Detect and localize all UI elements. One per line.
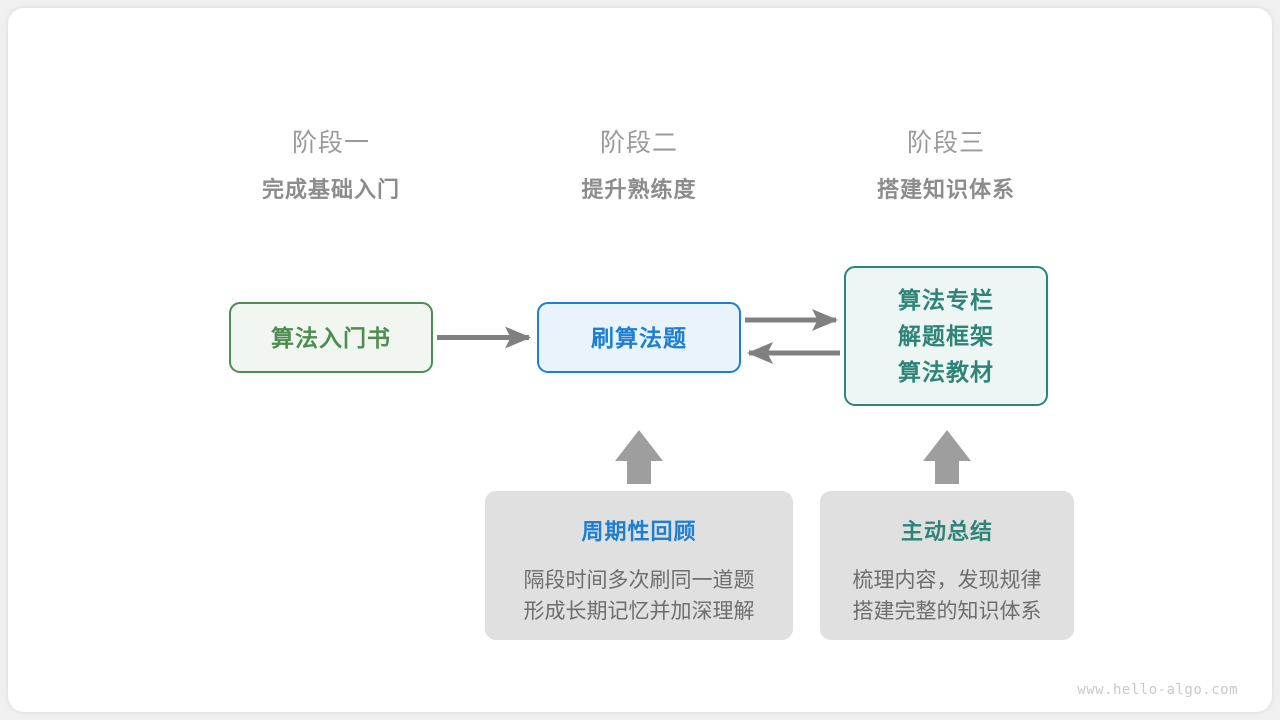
note-title: 主动总结 [900,519,993,544]
stage-header-1: 阶段一 完成基础入门 [201,126,461,206]
node-practice-problems[interactable]: 刷算法题 [537,302,741,373]
node-intro-book[interactable]: 算法入门书 [229,302,433,373]
stage-number: 阶段一 [291,129,370,157]
watermark: www.hello-algo.com [1077,682,1238,698]
note-periodic-review[interactable]: 周期性回顾 隔段时间多次刷同一道题 形成长期记忆并加深理解 [485,491,793,640]
note-body-line: 形成长期记忆并加深理解 [523,600,755,623]
node-label: 刷算法题 [591,324,687,351]
node-label-line: 解题框架 [898,323,994,349]
note-active-summary[interactable]: 主动总结 梳理内容，发现规律 搭建完整的知识体系 [820,491,1074,640]
note-body: 隔段时间多次刷同一道题 形成长期记忆并加深理解 [524,565,755,627]
note-body-line: 搭建完整的知识体系 [852,600,1042,623]
node-learning-resources[interactable]: 算法专栏 解题框架 算法教材 [844,266,1048,406]
note-title: 周期性回顾 [581,519,697,544]
stage-title: 提升熟练度 [581,177,697,202]
node-label: 算法入门书 [271,324,391,351]
stage-number: 阶段二 [599,129,678,157]
note-body: 梳理内容，发现规律 搭建完整的知识体系 [853,565,1042,627]
stage-title: 完成基础入门 [261,177,400,202]
note-body-line: 梳理内容，发现规律 [852,569,1042,592]
stage-header-3: 阶段三 搭建知识体系 [816,126,1076,206]
stage-title: 搭建知识体系 [876,177,1015,202]
stage-header-2: 阶段二 提升熟练度 [509,126,769,206]
stage-number: 阶段三 [906,129,985,157]
note-body-line: 隔段时间多次刷同一道题 [523,569,755,592]
node-label-line: 算法教材 [898,359,994,385]
node-label-line: 算法专栏 [898,287,994,313]
